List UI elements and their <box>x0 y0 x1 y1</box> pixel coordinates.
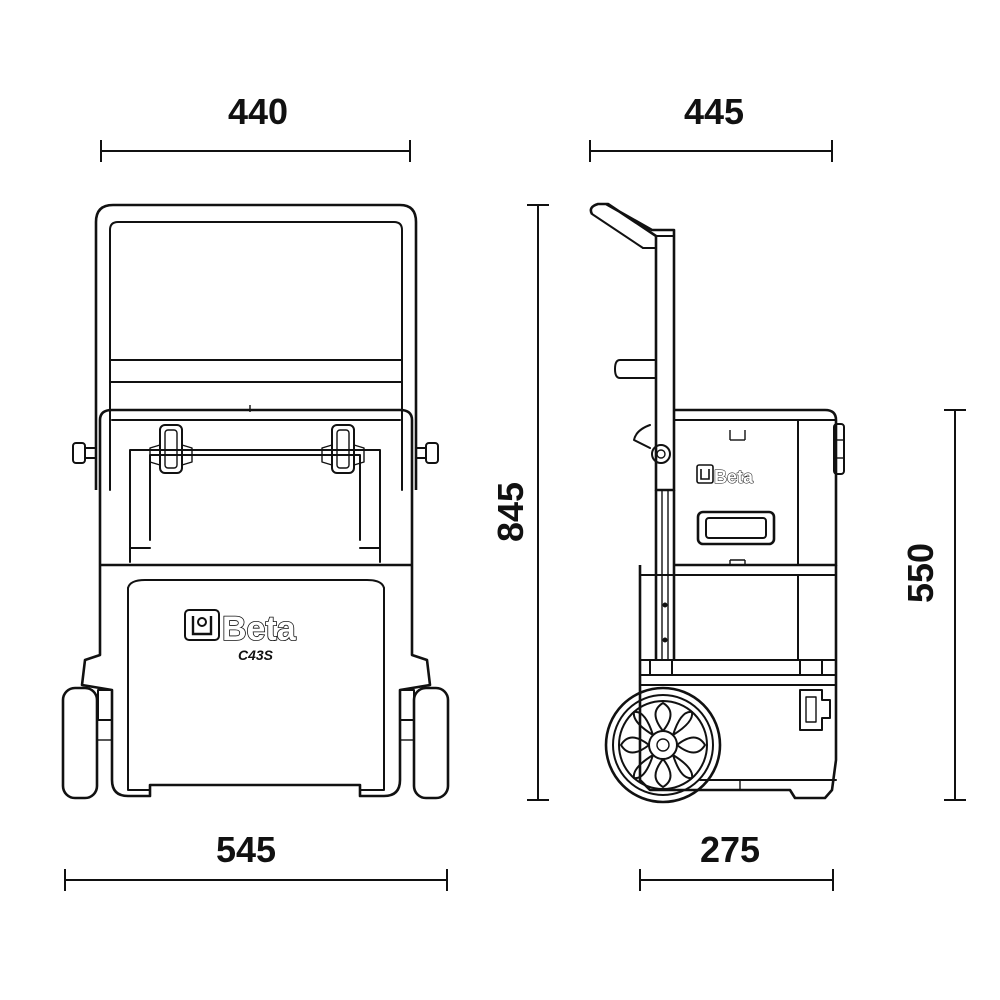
dimension-front-top-width: 440 <box>100 91 411 162</box>
front-upper-module <box>72 408 439 565</box>
dimension-label-440: 440 <box>228 91 288 132</box>
dimension-side-bottom-depth: 275 <box>639 829 834 891</box>
front-wheel-right <box>400 686 450 800</box>
dimension-label-545: 545 <box>216 829 276 870</box>
front-lower-body <box>80 563 432 798</box>
side-wheel-icon <box>604 686 722 804</box>
front-view: Beta C43S <box>61 203 450 800</box>
dimension-body-height: 550 <box>900 409 966 801</box>
latch-left <box>149 424 193 474</box>
side-upper-module: Beta <box>633 408 845 567</box>
side-brand-logo-text: Beta <box>714 467 754 487</box>
dimension-front-bottom-width: 545 <box>64 829 448 891</box>
knob-right <box>415 442 439 464</box>
telescopic-handle-icon <box>589 202 676 660</box>
front-handle <box>94 203 418 491</box>
front-branding: Beta C43S <box>184 609 298 663</box>
dimension-side-top-depth: 445 <box>589 91 833 162</box>
side-beta-logo-icon <box>696 464 714 484</box>
side-lower-body <box>638 565 838 800</box>
front-wheel-left <box>61 686 112 800</box>
dimension-label-550: 550 <box>900 543 941 603</box>
dimension-label-445: 445 <box>684 91 744 132</box>
latch-right <box>321 424 365 474</box>
beta-logo-icon <box>184 609 220 641</box>
knob-left <box>72 442 97 464</box>
dimension-label-275: 275 <box>700 829 760 870</box>
dimension-label-845: 845 <box>490 482 531 542</box>
dimension-total-height: 845 <box>490 204 549 801</box>
brand-logo-text: Beta <box>222 610 297 648</box>
side-view: Beta <box>589 202 845 804</box>
model-label: C43S <box>238 647 274 663</box>
